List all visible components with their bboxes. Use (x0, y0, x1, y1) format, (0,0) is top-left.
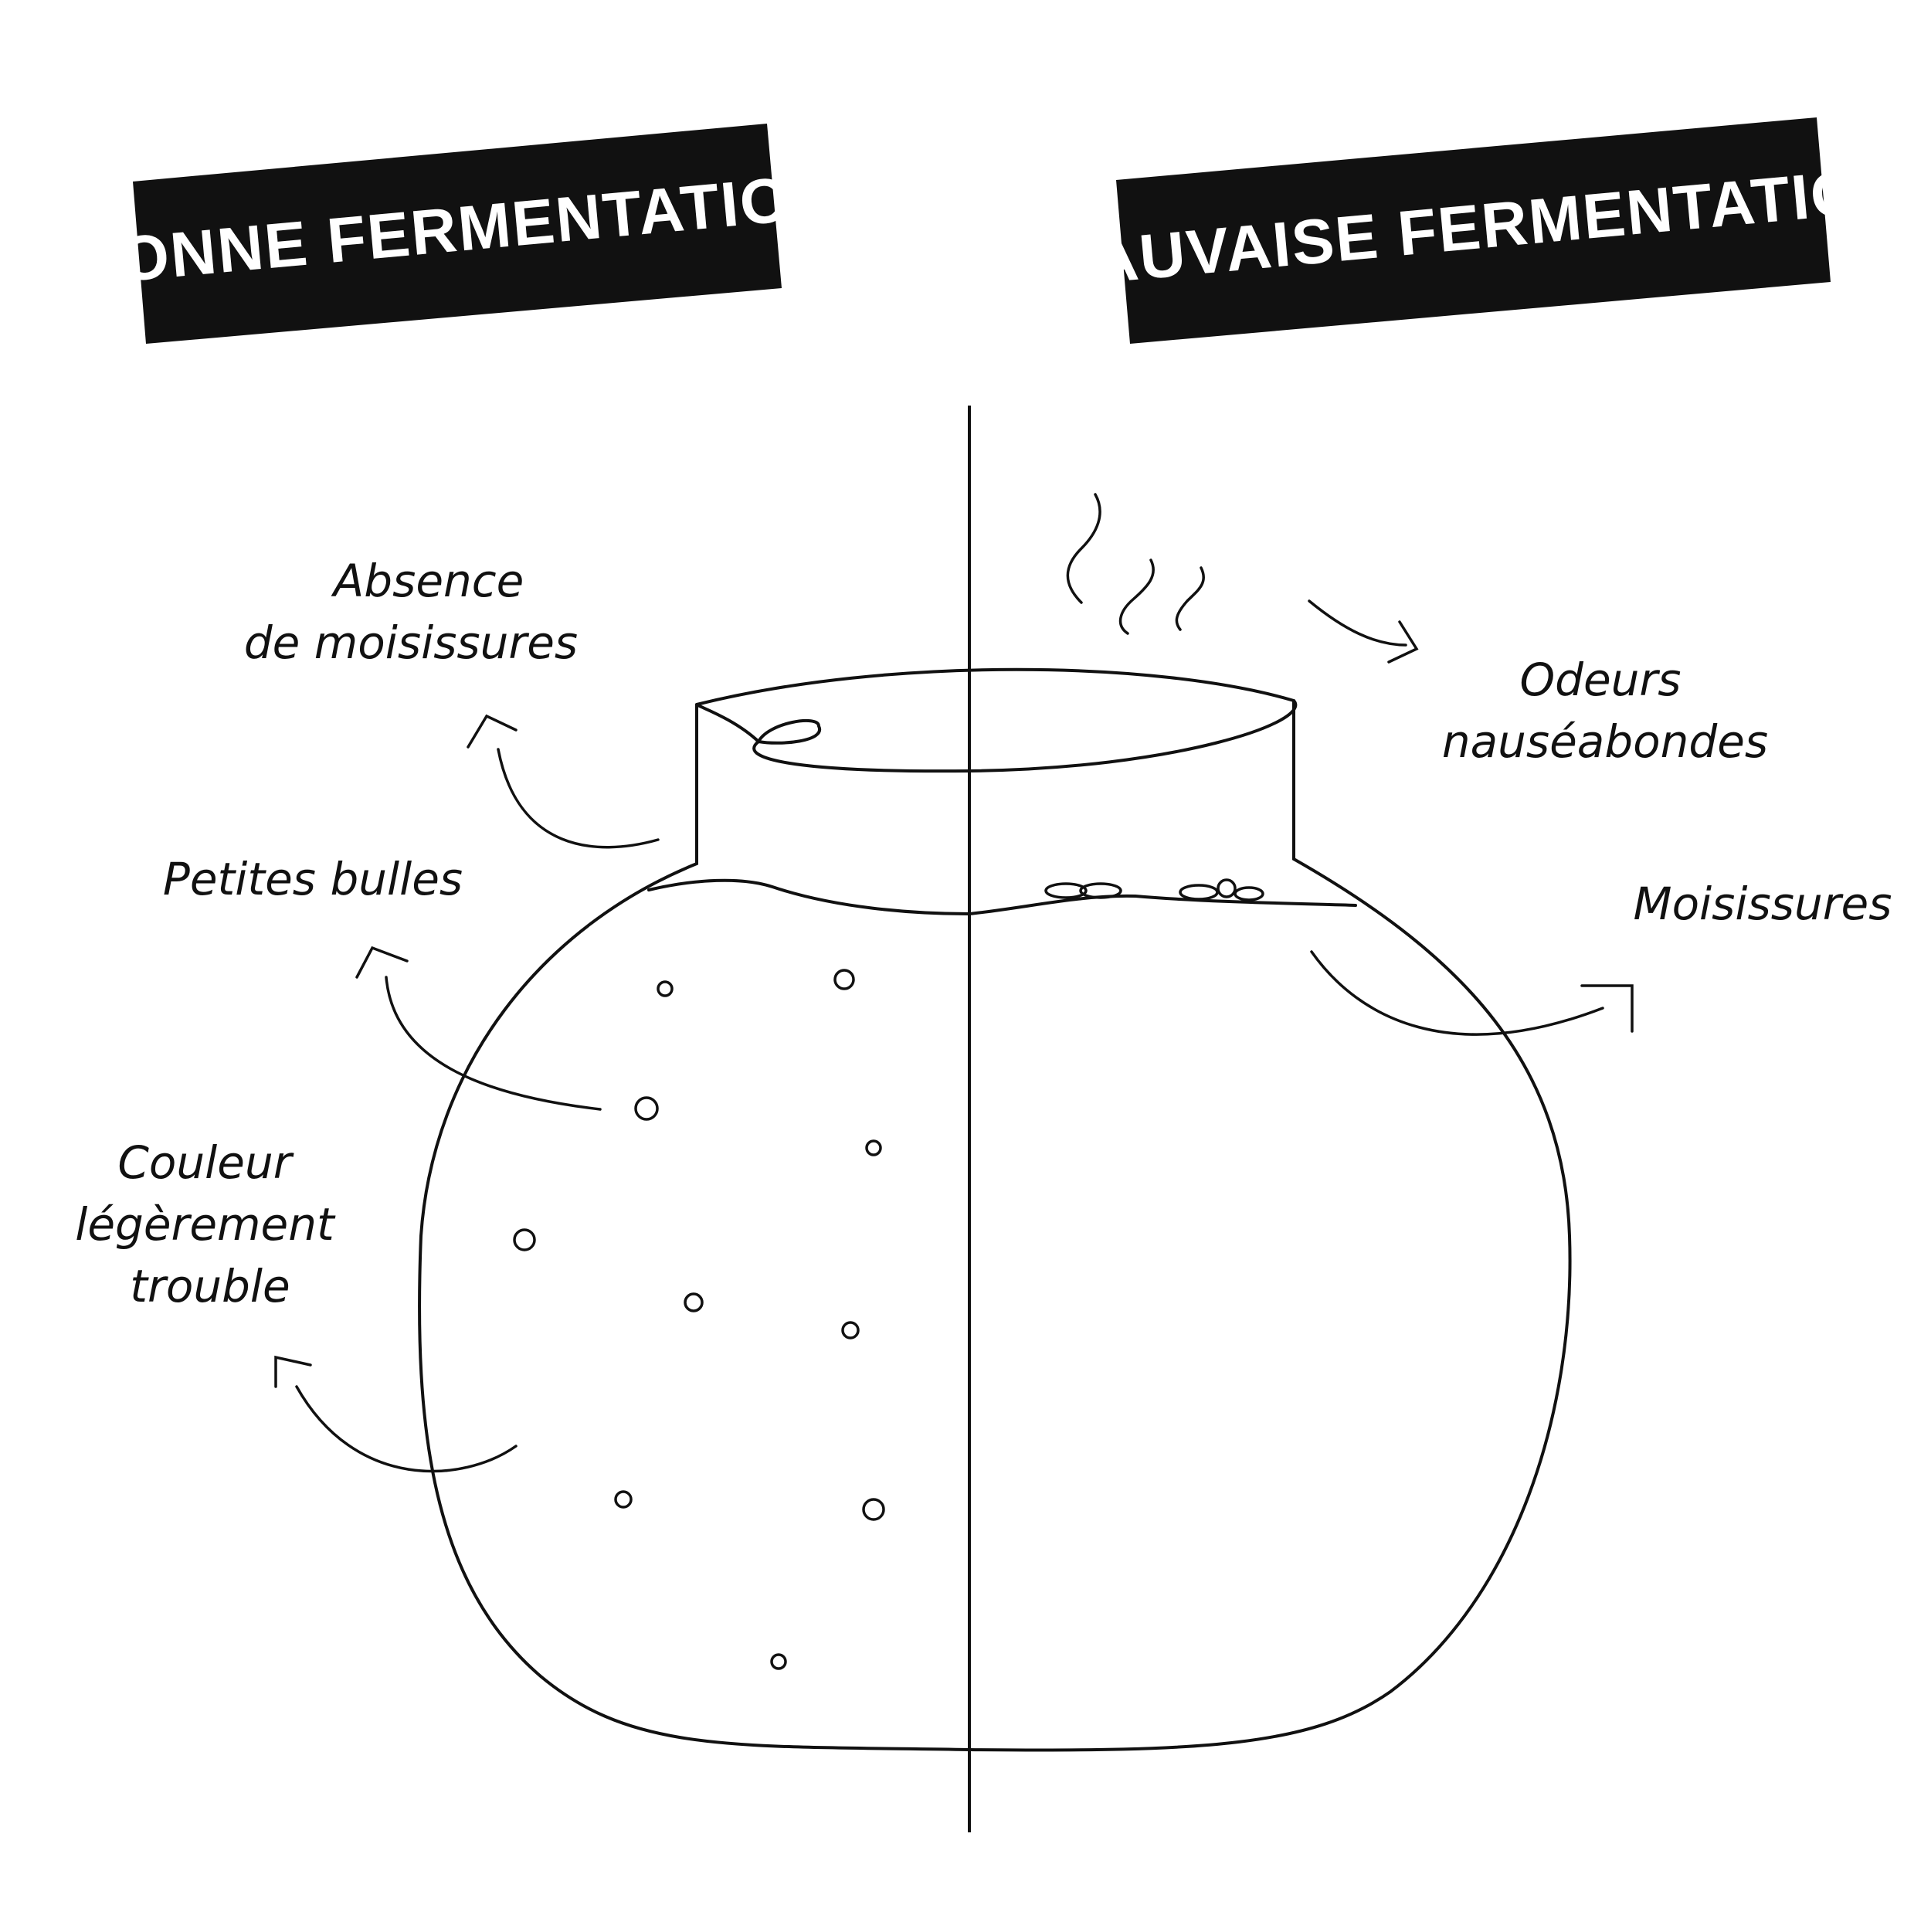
mold-spot (1179, 884, 1219, 901)
arrow-couleur (274, 1355, 518, 1473)
bubble (614, 1490, 633, 1509)
bubble (865, 1139, 882, 1156)
label-odeurs-line1: Odeurs (1520, 654, 1682, 706)
bubble (657, 980, 674, 997)
mold-spot (1217, 878, 1237, 898)
label-couleur-line2: légèrement (75, 1198, 336, 1251)
mold-spot (1079, 882, 1122, 899)
odor-wisp (1066, 493, 1101, 604)
banner-bonne-fermentation: BONNE FERMENTATION (70, 124, 840, 344)
jar-body (418, 857, 1572, 1752)
banner-right-background (1116, 117, 1831, 344)
bubble (684, 1292, 704, 1312)
arrow-petites-bulles (355, 946, 602, 1111)
odor-wisps (1066, 493, 1205, 635)
bubble (862, 1498, 885, 1521)
mold-spot (1044, 882, 1088, 899)
bubble (634, 1096, 659, 1121)
bubble (770, 1653, 787, 1670)
mold-spot (1234, 886, 1264, 901)
bubble (841, 1321, 860, 1339)
odor-wisp (1118, 559, 1155, 635)
jar (418, 667, 1572, 1752)
label-couleur-legerement-trouble: Couleur légèrement trouble (75, 1136, 336, 1312)
jar-liquid-surface (647, 878, 1357, 915)
label-odeurs-line2: nauséabondes (1442, 715, 1768, 768)
label-couleur-line1: Couleur (117, 1136, 294, 1189)
label-absence-de-moisissures: Absence de moisissures (244, 555, 578, 669)
arrow-moisissures (1310, 950, 1634, 1036)
label-absence-line2: de moisissures (244, 616, 578, 669)
bubble (833, 969, 855, 990)
label-couleur-line3: trouble (130, 1260, 290, 1312)
mold-spots (1044, 878, 1264, 901)
arrow-odeurs (1308, 599, 1419, 664)
label-odeurs-nauseabondes: Odeurs nauséabondes (1442, 654, 1768, 768)
label-absence-line1: Absence (331, 555, 524, 607)
banner-left-background (133, 124, 782, 344)
bubble (513, 1228, 536, 1251)
label-moisissures: Moisissures (1634, 878, 1892, 930)
odor-wisp (1175, 566, 1205, 631)
bubbles (513, 969, 885, 1670)
label-petites-bulles: Petites bulles (163, 853, 463, 905)
jar-rim (695, 667, 1298, 773)
arrow-absence (467, 714, 660, 849)
banner-mauvaise-fermentation: MAUVAISE FERMENTATION (1035, 117, 1912, 344)
